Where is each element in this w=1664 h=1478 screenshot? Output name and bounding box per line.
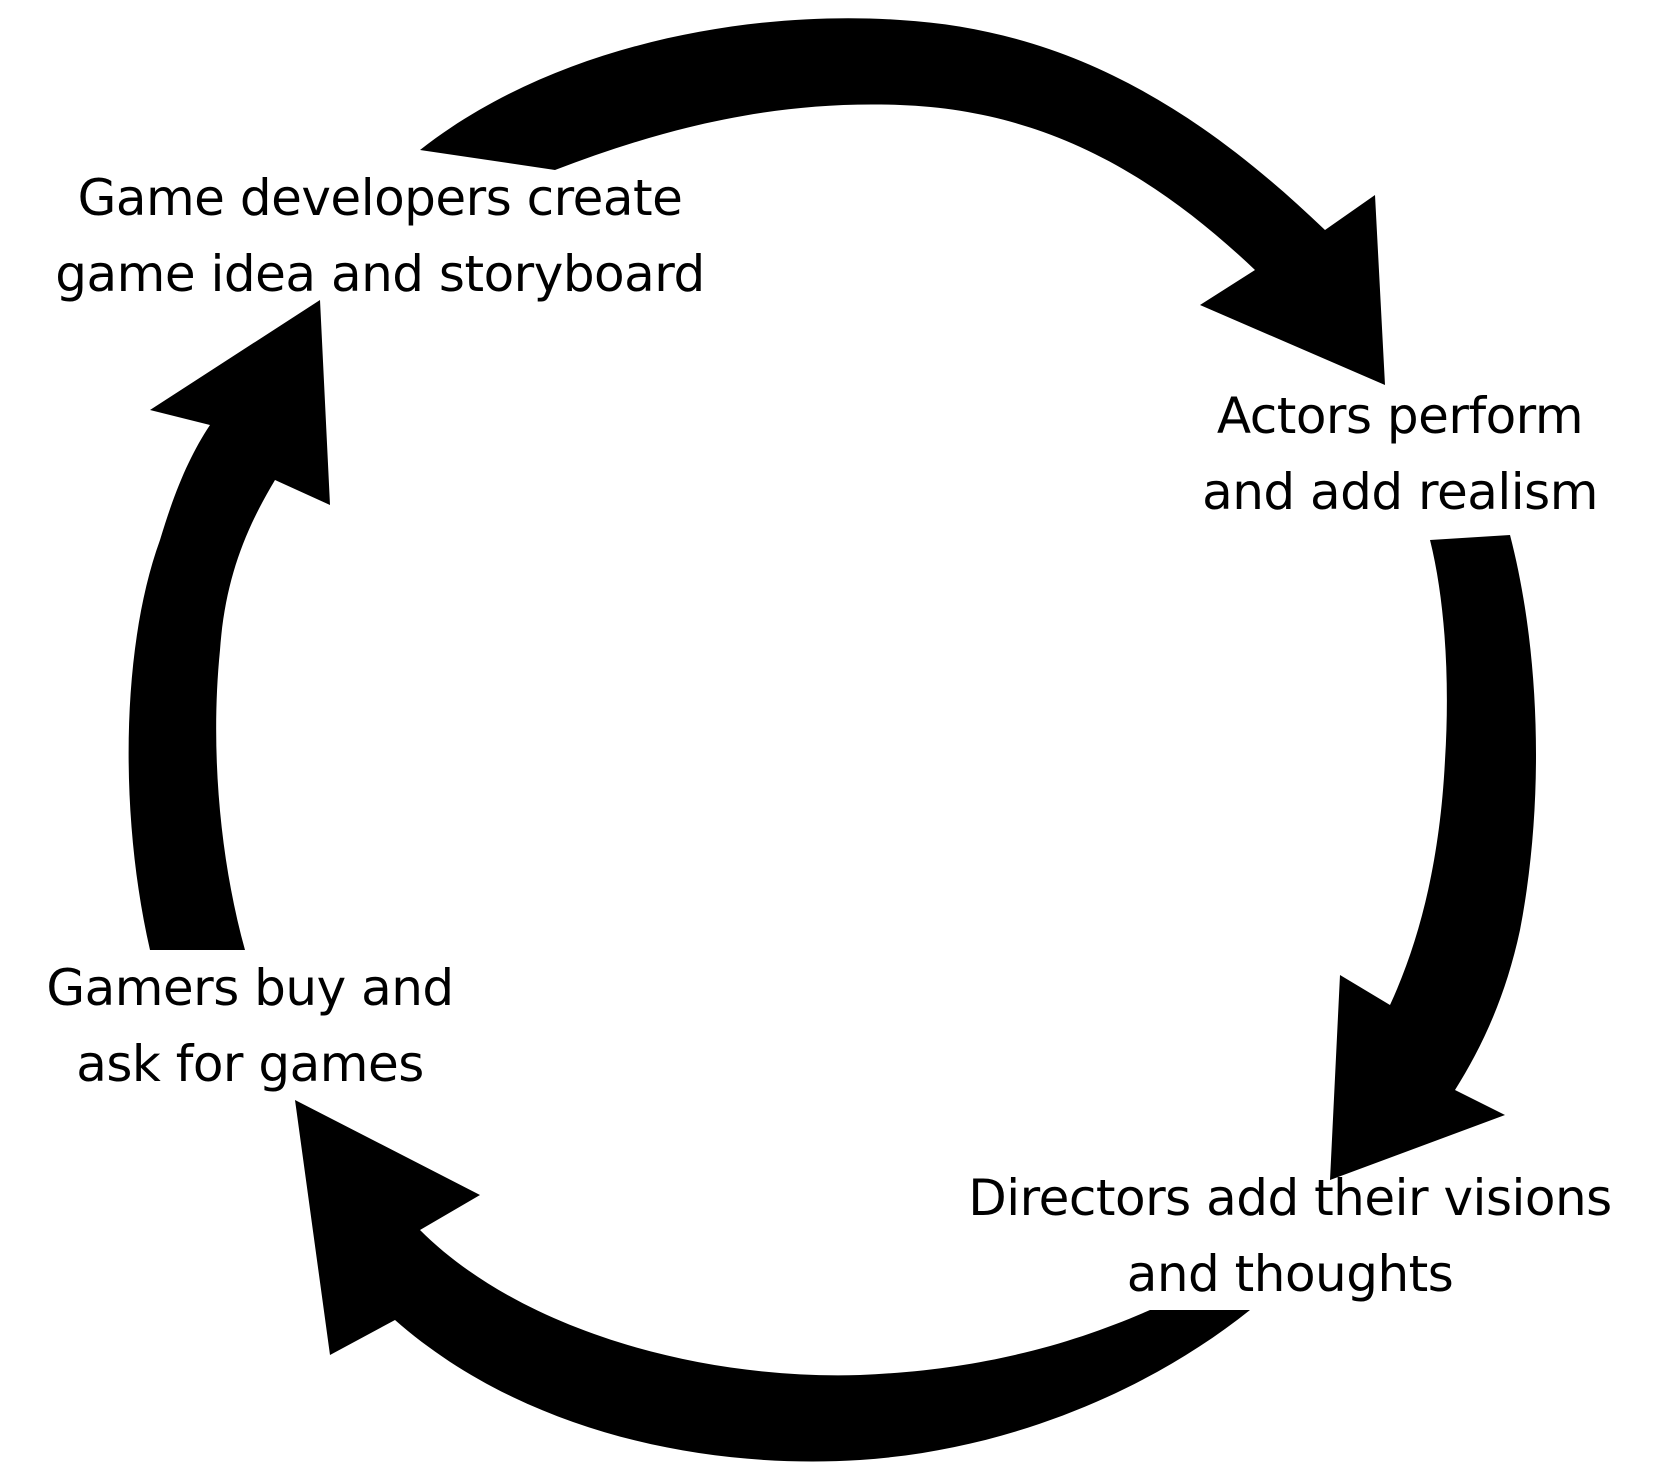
step-label-directors: Directors add their visions and thoughts	[930, 1160, 1650, 1312]
arrow-gamers-to-developers	[128, 300, 330, 950]
step-label-line: Directors add their visions	[968, 1169, 1612, 1227]
arrow-directors-to-gamers	[295, 1100, 1250, 1462]
step-label-line: Actors perform	[1216, 387, 1584, 445]
step-label-line: Game developers create	[77, 169, 683, 227]
step-label-line: game idea and storyboard	[55, 245, 705, 303]
step-label-line: and add realism	[1202, 463, 1598, 521]
step-label-line: ask for games	[76, 1035, 424, 1093]
arrow-developers-to-actors	[420, 18, 1385, 386]
step-label-line: and thoughts	[1126, 1245, 1454, 1303]
step-label-gamers: Gamers buy and ask for games	[0, 950, 500, 1102]
step-label-actors: Actors perform and add realism	[1150, 378, 1650, 530]
arrow-actors-to-directors	[1330, 535, 1537, 1180]
step-label-game-developers: Game developers create game idea and sto…	[20, 160, 740, 312]
step-label-line: Gamers buy and	[46, 959, 454, 1017]
